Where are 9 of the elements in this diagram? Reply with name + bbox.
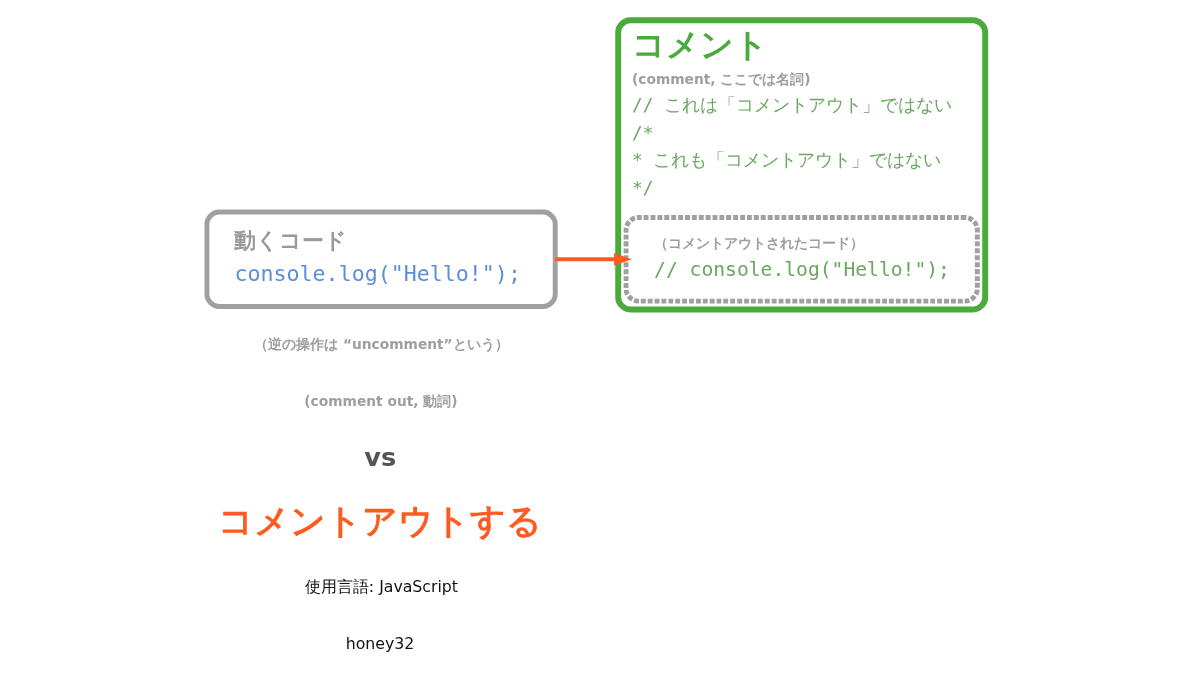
- node-box: （コメントアウトされたコード） // console.log("Hello!");: [623, 215, 980, 304]
- label: コメントアウトする: [218, 499, 543, 541]
- label: （逆の操作は “uncomment”という）: [254, 335, 509, 352]
- label: honey32: [345, 633, 415, 653]
- label: vs: [364, 442, 397, 473]
- label: (comment out, 動詞): [304, 392, 458, 409]
- node-box: 動くコード console.log("Hello!");: [204, 209, 558, 309]
- label: 使用言語: JavaScript: [304, 576, 459, 596]
- arrow: [555, 253, 632, 266]
